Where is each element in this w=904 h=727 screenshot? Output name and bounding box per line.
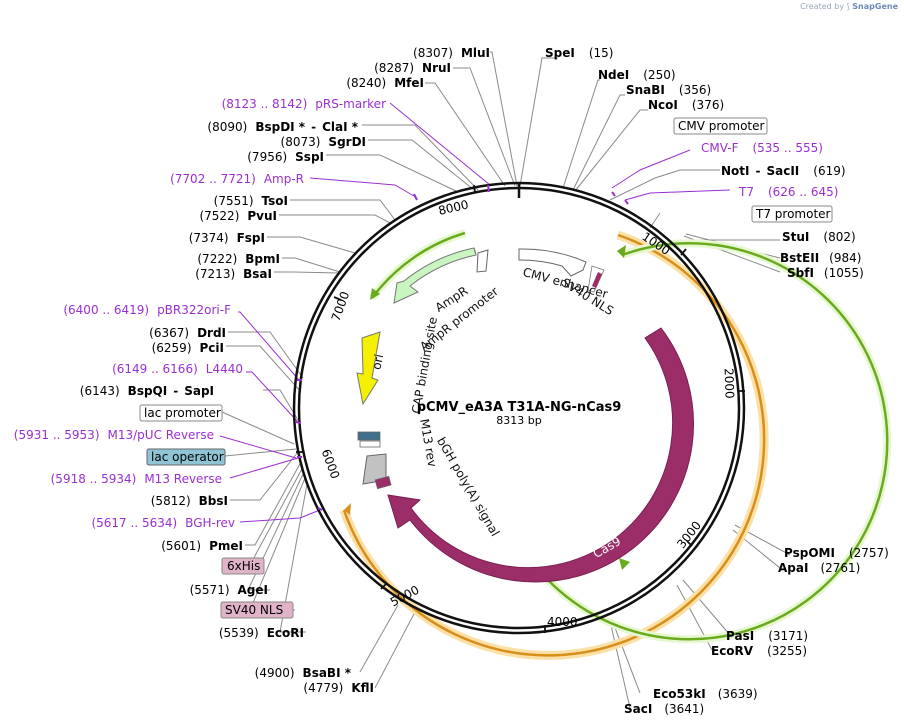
tick-7000: 7000	[329, 290, 353, 323]
nls-tag-mark	[374, 475, 392, 490]
primer-l4440: (6149 .. 6166)L4440	[112, 362, 243, 376]
site-pmei: (5601)PmeI	[161, 539, 243, 553]
cmv-promoter-label: CMV promoter	[678, 119, 765, 133]
site-bspqi-sapi: (6143)BspQI-SapI	[80, 384, 214, 398]
tick-6000: 6000	[319, 447, 343, 480]
site-kfli: (4779)KflI	[303, 681, 374, 695]
site-ndei: NdeI(250)	[598, 68, 676, 82]
his6-box	[221, 557, 265, 575]
snapgene-logo-icon: ⟆	[846, 2, 850, 11]
site-agei: (5571)AgeI	[190, 583, 268, 597]
credit-brand: SnapGene	[852, 2, 898, 11]
primer-m13-reverse: (5918 .. 5934)M13 Reverse	[51, 472, 222, 486]
primer-leaders	[219, 102, 731, 523]
site-bsteii: BstEII(984)	[780, 251, 861, 265]
site-mfei: (8240)MfeI	[346, 76, 424, 90]
primer-marks	[295, 184, 629, 511]
site-pasi: PasI(3171)	[726, 629, 808, 643]
primer-m13-puc-reverse: (5931 .. 5953)M13/pUC Reverse	[14, 428, 214, 442]
lac-region-light	[359, 440, 381, 448]
site-spei: SpeI(15)	[545, 46, 613, 60]
ampr-arrow	[393, 247, 477, 304]
primer-prs-marker: (8123 .. 8142)pRS-marker	[222, 97, 386, 111]
t7-promoter-box	[751, 205, 833, 223]
site-bsai: (7213)BsaI	[195, 267, 272, 281]
label-bgh-polya: bGH poly(A) signal	[434, 435, 502, 539]
primer-pbr322ori-f: (6400 .. 6419)pBR322ori-F	[63, 303, 231, 317]
lac-operator-box	[146, 448, 226, 466]
site-bsabi: (4900)BsaBI *	[255, 666, 352, 680]
site-tsoi: (7551)TsoI	[214, 194, 288, 208]
cmv-enhancer-arrow	[518, 248, 587, 277]
site-bbsi: (5812)BbsI	[151, 494, 228, 508]
ori-arrow	[356, 331, 381, 406]
orange-band-arrowhead	[344, 503, 351, 515]
site-sgrdi: (8073)SgrDI	[281, 135, 366, 149]
label-ori: ori	[369, 353, 386, 371]
site-ecorv: EcoRV(3255)	[711, 644, 807, 658]
primer-t7: T7(626 .. 645)	[738, 185, 838, 199]
primer-cmv-f: CMV-F(535 .. 555)	[701, 141, 823, 155]
site-pvui: (7522)PvuI	[199, 209, 277, 223]
site-sspi: (7956)SspI	[247, 150, 324, 164]
site-saci: SacI(3641)	[624, 702, 704, 716]
snapgene-credit: Created by ⟆ SnapGene	[800, 2, 898, 11]
his6-label: 6xHis	[227, 559, 260, 573]
ampr-green-arc	[370, 231, 466, 299]
site-sbfi: SbfI(1055)	[787, 266, 864, 280]
site-bpmi: (7222)BpmI	[197, 252, 280, 266]
site-fspi: (7374)FspI	[189, 231, 265, 245]
plasmid-size: 8313 bp	[496, 414, 541, 427]
site-mlui: (8307)MluI	[413, 46, 490, 60]
green-orf-arrowhead	[619, 558, 630, 570]
ampr-green-glow	[368, 229, 467, 301]
lac-promoter-box	[139, 404, 223, 422]
ampr-green-arrowhead	[370, 288, 380, 300]
tick-2000: 2000	[722, 368, 737, 399]
credit-prefix: Created by	[800, 2, 845, 11]
site-ecori: (5539)EcoRI	[219, 626, 304, 640]
site-pspomi: PspOMI(2757)	[784, 546, 889, 560]
green-orf-arc	[547, 241, 889, 641]
site-bspdi-clai: (8090)BspDI *-ClaI *	[207, 120, 358, 134]
site-drdi: (6367)DrdI	[149, 326, 226, 340]
tick-4000: 4000	[547, 615, 578, 629]
site-apai: ApaI(2761)	[778, 561, 860, 575]
site-pcii: (6259)PciI	[152, 341, 224, 355]
plasmid-title: pCMV_eA3A T31A-NG-nCas9	[417, 400, 622, 415]
site-nrui: (8287)NruI	[374, 61, 451, 75]
position-ticks	[296, 184, 745, 633]
lac-region-dark	[357, 431, 381, 441]
site-stui: StuI(802)	[782, 230, 856, 244]
sv40-nls-label: SV40 NLS	[225, 603, 283, 617]
site-ncoi: NcoI(376)	[648, 98, 724, 112]
lac-promoter-label: lac promoter	[144, 406, 221, 420]
tick-8000: 8000	[437, 197, 470, 218]
green-orf-start	[617, 245, 626, 258]
site-noti-sacii: NotI-SacII(619)	[721, 164, 846, 178]
ampr-promoter-box	[476, 249, 489, 273]
sv40-nls-box	[220, 601, 294, 619]
primer-bgh-rev: (5617 .. 5634)BGH-rev	[91, 516, 235, 530]
t7-promoter-label: T7 promoter	[755, 207, 831, 221]
site-eco53ki: Eco53kI(3639)	[653, 687, 758, 701]
sv40-nls-inner-mark	[592, 272, 602, 288]
primer-amp-r: (7702 .. 7721)Amp-R	[170, 172, 304, 186]
lac-operator-label: lac operator	[151, 450, 224, 464]
cas9-arrow	[387, 327, 695, 583]
cmv-promoter-box	[673, 117, 768, 135]
site-snabi: SnaBI(356)	[626, 83, 711, 97]
